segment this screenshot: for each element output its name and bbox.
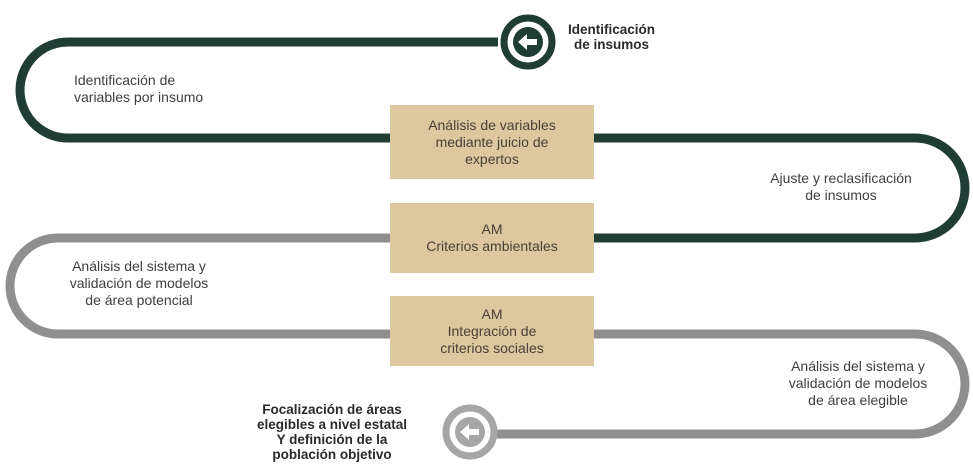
- label-area-potencial: Análisis del sistema y validación de mod…: [69, 258, 209, 308]
- end-label: Focalización de áreas elegibles a nivel …: [256, 402, 408, 462]
- box-criterios-sociales: AM Integración de criterios sociales: [390, 296, 594, 366]
- path-segment-1: [15, 37, 498, 143]
- start-label: Identificación de insumos: [568, 22, 656, 52]
- path-segment-4: [492, 329, 970, 439]
- arrow-left-icon: [518, 34, 537, 50]
- label-identificacion-variables: Identificación de variables por insumo: [74, 72, 204, 105]
- end-node: [442, 404, 498, 460]
- label-ajuste-reclasificacion: Ajuste y reclasificación de insumos: [770, 170, 912, 203]
- path-segment-3: [5, 233, 390, 339]
- box-juicio-expertos: Análisis de variables mediante juicio de…: [390, 105, 594, 179]
- arrow-left-icon: [460, 424, 479, 440]
- path-segment-2: [594, 133, 970, 243]
- start-node: [500, 14, 556, 70]
- label-area-elegible: Análisis del sistema y validación de mod…: [788, 358, 928, 408]
- box-criterios-ambientales: AM Criterios ambientales: [390, 203, 594, 273]
